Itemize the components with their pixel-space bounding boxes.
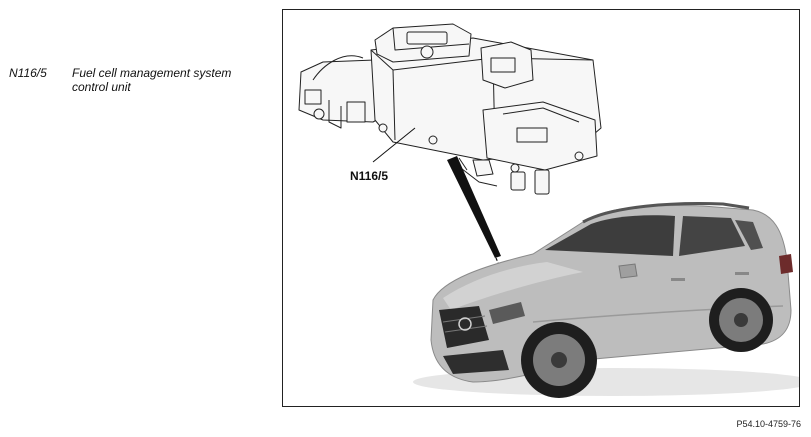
pointer-wedge xyxy=(447,156,501,258)
illustration-frame: N116/5 xyxy=(282,9,800,407)
illustration-svg xyxy=(298,23,799,398)
control-unit-drawing xyxy=(298,23,602,195)
callout-label: N116/5 xyxy=(350,169,389,183)
legend-code: N116/5 xyxy=(9,66,47,80)
figure-reference: P54.10-4759-76 xyxy=(736,419,801,429)
callout-leader xyxy=(372,127,416,163)
vehicle-illustration xyxy=(413,202,799,398)
legend-description: Fuel cell management system control unit xyxy=(72,66,232,94)
